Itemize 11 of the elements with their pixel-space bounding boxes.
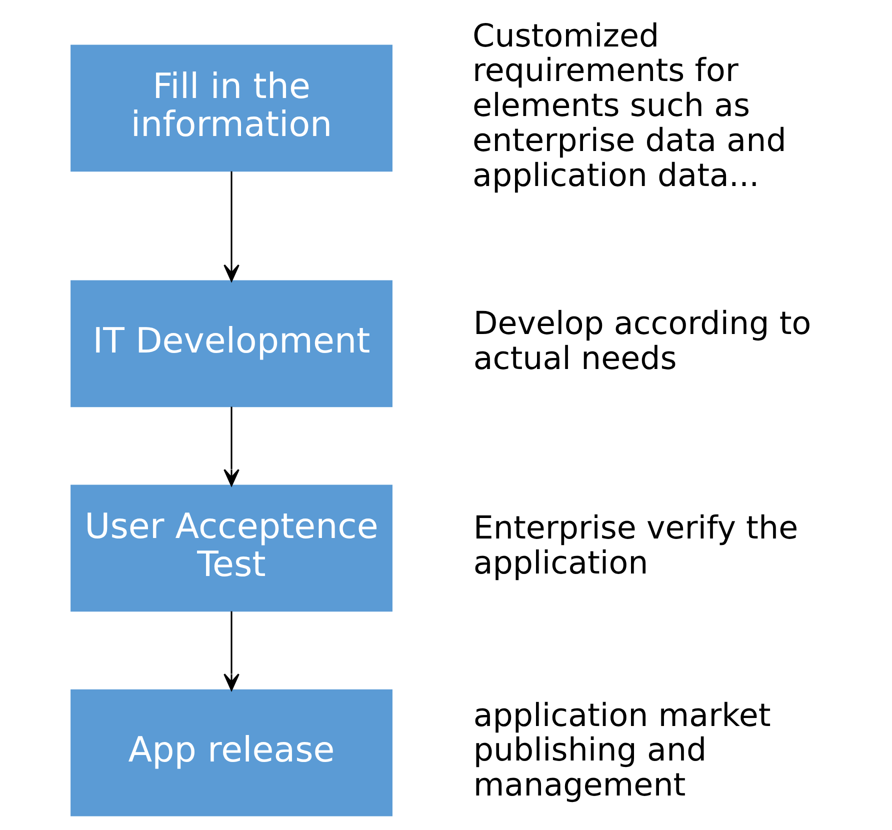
node-label: application market publishing and management <box>473 698 771 804</box>
node-label: Develop according to actual needs <box>473 306 812 378</box>
node-label: Customized requirements for elements such as enterprise data and application data... <box>472 18 786 194</box>
node-label: Enterprise verify the application <box>473 510 798 582</box>
node-box: Fill in the information <box>70 44 392 172</box>
arrow <box>224 611 240 691</box>
node-box: App release <box>70 689 392 816</box>
arrow <box>224 171 240 282</box>
arrow <box>224 406 240 486</box>
node-box: User Acceptence Test <box>70 484 392 612</box>
node-box: IT Development <box>70 280 392 408</box>
